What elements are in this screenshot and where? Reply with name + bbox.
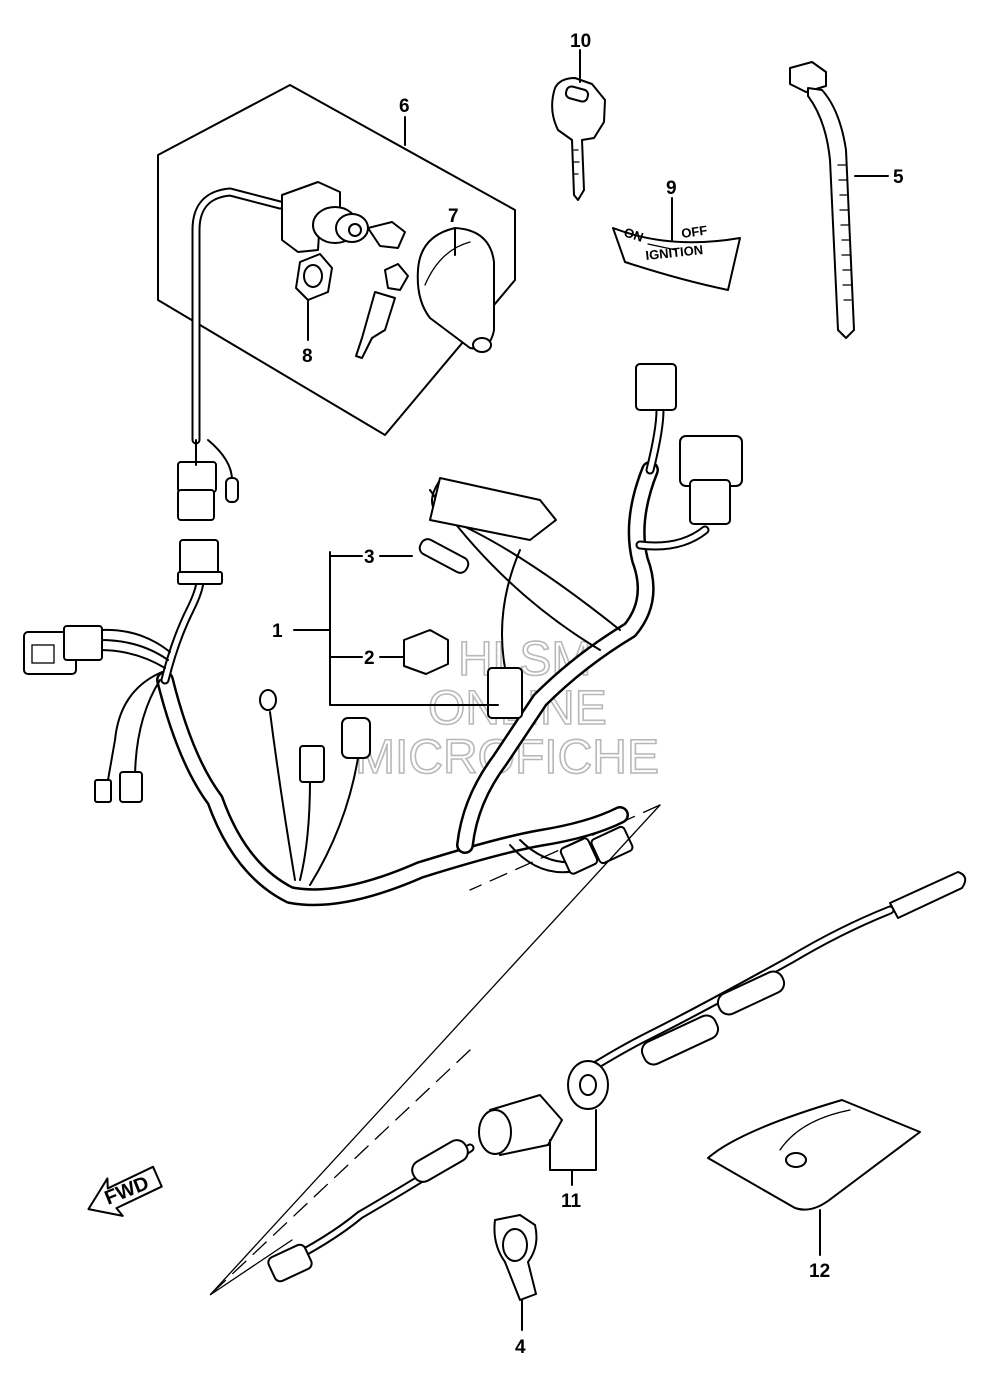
callout-8: 8 [302, 346, 313, 367]
cable-clamp[interactable] [493, 1214, 538, 1301]
sensor-cable-assembly[interactable] [266, 871, 967, 1283]
ring-terminal [259, 689, 277, 711]
callout-2: 2 [364, 648, 375, 669]
harness-connectors [23, 363, 743, 875]
callout-6: 6 [399, 96, 410, 117]
decal-off-text: OFF [680, 222, 708, 240]
callout-11: 11 [561, 1191, 582, 1212]
callout-1: 1 [272, 621, 283, 642]
switch-cap[interactable] [416, 227, 495, 353]
key-a [367, 221, 406, 249]
decal-ignition-text: IGNITION [645, 242, 704, 263]
fuse-holder [429, 477, 557, 541]
fuse[interactable] [417, 537, 470, 576]
callout-7: 7 [448, 206, 459, 227]
decal-on-text: ON [622, 225, 645, 245]
callout-4: 4 [515, 1337, 526, 1358]
top-connector-b [679, 435, 743, 487]
callout-12: 12 [809, 1261, 830, 1282]
callout-5: 5 [893, 167, 904, 188]
section-indicator [209, 804, 661, 1296]
fuse-cover[interactable] [403, 629, 449, 675]
main-wiring-harness[interactable] [99, 405, 710, 907]
assembly-boundary [157, 84, 516, 436]
ignition-decal[interactable]: ON OFF IGNITION [612, 222, 741, 291]
protector-sheet[interactable] [707, 1099, 921, 1211]
top-connector-a [635, 363, 677, 411]
callout-9: 9 [666, 178, 677, 199]
ignition-connector-male [177, 461, 217, 493]
cable-tie[interactable] [789, 61, 855, 339]
callout-3: 3 [364, 547, 375, 568]
ignition-switch-assembly[interactable] [157, 84, 516, 445]
leader-lines [293, 49, 889, 1331]
lock-nut[interactable] [295, 253, 333, 301]
forward-direction-arrow: FWD [87, 1165, 163, 1217]
callout-numbers: 10 6 7 8 9 5 1 3 2 11 4 12 [272, 31, 904, 1358]
callout-10: 10 [570, 31, 591, 52]
ignition-key[interactable] [551, 77, 606, 201]
